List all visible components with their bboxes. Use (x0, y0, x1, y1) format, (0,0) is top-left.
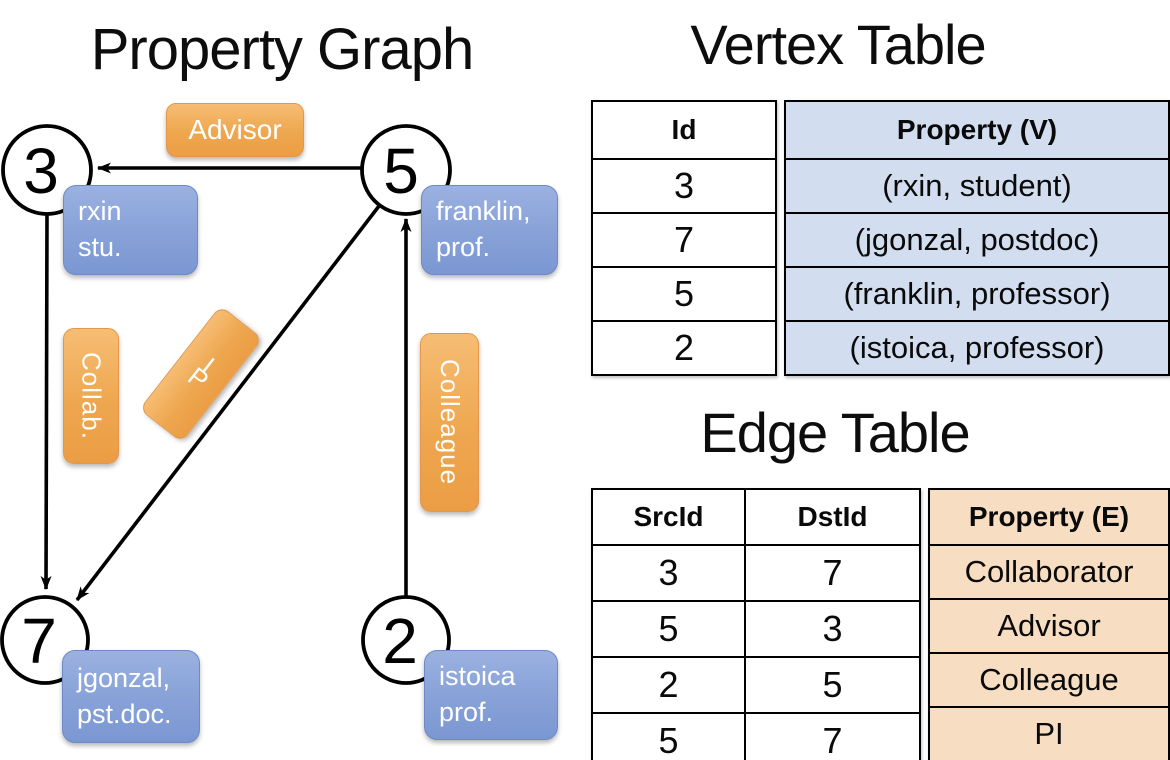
vertex-table-id-cell: 3 (593, 158, 775, 212)
edge-label-collab: Collab. (63, 328, 119, 464)
vertex-table-title: Vertex Table (690, 13, 986, 76)
vertex-table-property-cell: (rxin, student) (786, 158, 1168, 212)
vertex-node-5-id: 5 (383, 135, 419, 207)
vertex-property-line: pst.doc. (77, 698, 172, 729)
edge-label-advisor: Advisor (166, 103, 304, 157)
edge-table-src-cell: 3 (658, 552, 679, 593)
edge-table-src-cell: 5 (658, 720, 679, 760)
vertex-property-line: istoica (439, 661, 516, 692)
property-graph-title: Property Graph (90, 17, 475, 82)
vertex-node-7-id: 7 (21, 605, 57, 677)
vertex-property-line: prof. (439, 697, 494, 727)
edge-table-property-cell: Collaborator (930, 544, 1168, 598)
edge-table-dst-cell: 7 (744, 546, 919, 600)
edge-collab-arrow (40, 213, 52, 590)
vertex-property-box-2: istoica prof. (424, 650, 558, 740)
vertex-table-property-cell: (jgonzal, postdoc) (786, 212, 1168, 266)
edge-table-dst-cell: 7 (744, 714, 919, 760)
vertex-node-2-id: 2 (382, 605, 418, 677)
vertex-property-box-3: rxin stu. (63, 185, 198, 275)
vertex-property-line: stu. (78, 232, 122, 262)
vertex-table-id-cell: 5 (593, 266, 775, 320)
vertex-table-id-cell: 7 (593, 212, 775, 266)
edge-table-header-row: SrcId DstId (593, 490, 919, 544)
vertex-node-3-id: 3 (23, 135, 59, 207)
vertex-table-property-cell: (franklin, professor) (786, 266, 1168, 320)
vertex-table-id-column: Id 3 7 5 2 (591, 100, 777, 376)
edge-table-property-column: Property (E) Collaborator Advisor Collea… (928, 488, 1170, 760)
edge-table-dst-cell: 5 (744, 658, 919, 712)
edge-table-property-cell: Advisor (930, 598, 1168, 652)
vertex-table-property-header: Property (V) (786, 102, 1168, 158)
edge-table-property-cell: Colleague (930, 652, 1168, 706)
vertex-property-line: prof. (436, 232, 491, 262)
vertex-table-id-cell: 2 (593, 320, 775, 374)
edge-table-property-cell: PI (930, 706, 1168, 760)
edge-table-src-cell: 5 (658, 608, 679, 649)
edge-table-row: 2 5 (593, 656, 919, 712)
edge-table-srcid-header: SrcId (633, 501, 704, 532)
edge-table-dstid-header: DstId (744, 490, 919, 544)
vertex-property-line: franklin, (436, 196, 531, 227)
edge-pi-arrow (75, 204, 381, 602)
vertex-property-box-5: franklin, prof. (421, 185, 558, 275)
vertex-table-property-column: Property (V) (rxin, student) (jgonzal, p… (784, 100, 1170, 376)
vertex-property-line: jgonzal, (77, 662, 171, 693)
edge-table-dst-cell: 3 (744, 602, 919, 656)
edge-table-title: Edge Table (700, 401, 970, 464)
edge-table-src-cell: 2 (658, 664, 679, 705)
vertex-property-line: rxin (78, 196, 122, 227)
edge-table-property-header: Property (E) (930, 490, 1168, 544)
vertex-table-property-cell: (istoica, professor) (786, 320, 1168, 374)
vertex-property-box-7: jgonzal, pst.doc. (62, 650, 200, 743)
edge-table-src-dst-columns: SrcId DstId 3 7 5 3 2 5 5 7 (591, 488, 921, 760)
edge-table-row: 3 7 (593, 544, 919, 600)
vertex-table-id-header: Id (671, 114, 697, 145)
edge-table-row: 5 7 (593, 712, 919, 760)
edge-label-colleague: Colleague (420, 333, 479, 512)
edge-table-row: 5 3 (593, 600, 919, 656)
